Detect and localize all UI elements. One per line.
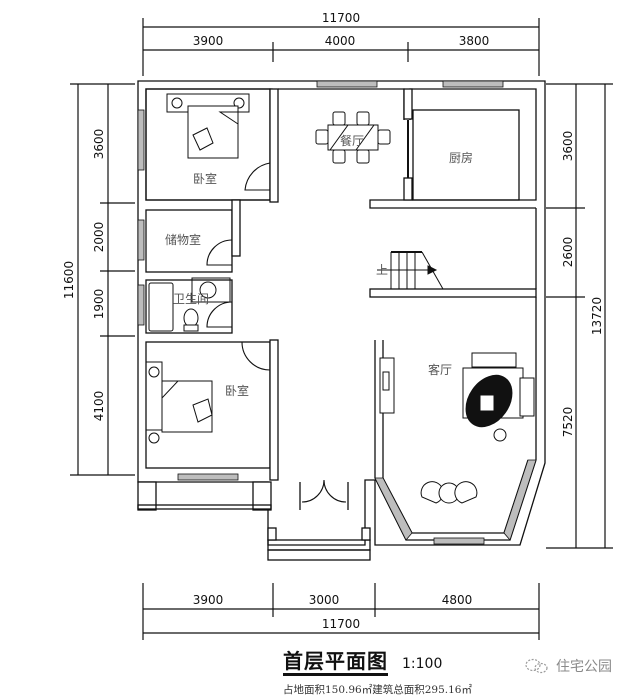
sofa-back [471, 352, 517, 368]
chair [315, 129, 329, 145]
label-bedroom-south: 卧室 [225, 383, 249, 398]
label-bedroom-north: 卧室 [193, 171, 217, 186]
chair [356, 149, 370, 164]
lamp-icon [148, 366, 160, 378]
dim-right-3: 7520 [561, 407, 575, 438]
window-kitchen [442, 80, 504, 88]
drawing-title-block: 首层平面图 1:100 [283, 650, 442, 676]
window-bedroom-south [177, 473, 239, 481]
window-bathroom [137, 284, 145, 326]
lounge-chair [454, 481, 478, 504]
toilet [183, 308, 199, 328]
window-bedroom-north [137, 109, 145, 171]
label-dining: 餐厅 [340, 133, 364, 148]
window-living-bay-left [374, 477, 413, 541]
furniture [145, 93, 535, 504]
label-bathroom: 卫生间 [173, 292, 209, 306]
dim-top-total: 11700 [322, 11, 360, 25]
dim-top-2: 4000 [325, 34, 356, 48]
dim-left-3: 1900 [92, 289, 106, 320]
sink-counter [191, 277, 231, 303]
chair [332, 111, 346, 126]
window-storage [137, 219, 145, 261]
chair [377, 129, 391, 145]
watermark: 住宅公园 [524, 656, 612, 676]
dim-top-1: 3900 [193, 34, 224, 48]
tv-icon [382, 371, 390, 391]
door-storage [206, 239, 233, 266]
toilet-tank [183, 324, 199, 332]
dim-bottom-total: 11700 [322, 617, 360, 631]
drawing-scale: 1:100 [402, 656, 443, 672]
dim-left-total: 11600 [62, 261, 76, 299]
window-living-bay-right [503, 459, 537, 541]
area-note: 占地面积150.96㎡建筑总面积295.16㎡ [283, 684, 472, 696]
windows [137, 80, 537, 545]
dim-left-4: 4100 [92, 391, 106, 422]
label-living: 客厅 [428, 362, 452, 377]
chair [356, 111, 370, 126]
lamp-icon [148, 432, 160, 444]
drawing-title: 首层平面图 [283, 650, 388, 676]
bathtub [148, 282, 174, 332]
lounge-chair [420, 481, 444, 504]
label-storage: 储物室 [165, 232, 201, 247]
dim-top-3: 3800 [459, 34, 490, 48]
dim-left-2: 2000 [92, 222, 106, 253]
wechat-chat-icon [525, 658, 548, 674]
window-dining [316, 80, 378, 88]
pillow-icon [192, 398, 213, 423]
dim-right-total: 13720 [590, 297, 604, 335]
door-bathroom [206, 301, 233, 328]
staircase [377, 251, 444, 290]
label-kitchen: 厨房 [449, 150, 473, 165]
dim-bottom-1: 3900 [193, 593, 224, 607]
lamp-icon [171, 97, 183, 109]
watermark-text: 住宅公园 [556, 659, 612, 675]
dim-left-1: 3600 [92, 129, 106, 160]
armchair [519, 377, 535, 417]
side-table [493, 428, 507, 442]
door-main-entrance [301, 479, 347, 503]
chair [332, 149, 346, 164]
window-living-south [433, 537, 485, 545]
walls [137, 80, 546, 561]
dim-bottom-2: 3000 [309, 593, 340, 607]
door-bedroom-south [241, 341, 271, 371]
dim-right-1: 3600 [561, 131, 575, 162]
label-stair-up: 上 [376, 263, 388, 277]
dim-bottom-3: 4800 [442, 593, 473, 607]
pillow-icon [192, 127, 214, 151]
door-bedroom-north [244, 162, 271, 191]
sink [199, 281, 217, 299]
dim-right-2: 2600 [561, 237, 575, 268]
